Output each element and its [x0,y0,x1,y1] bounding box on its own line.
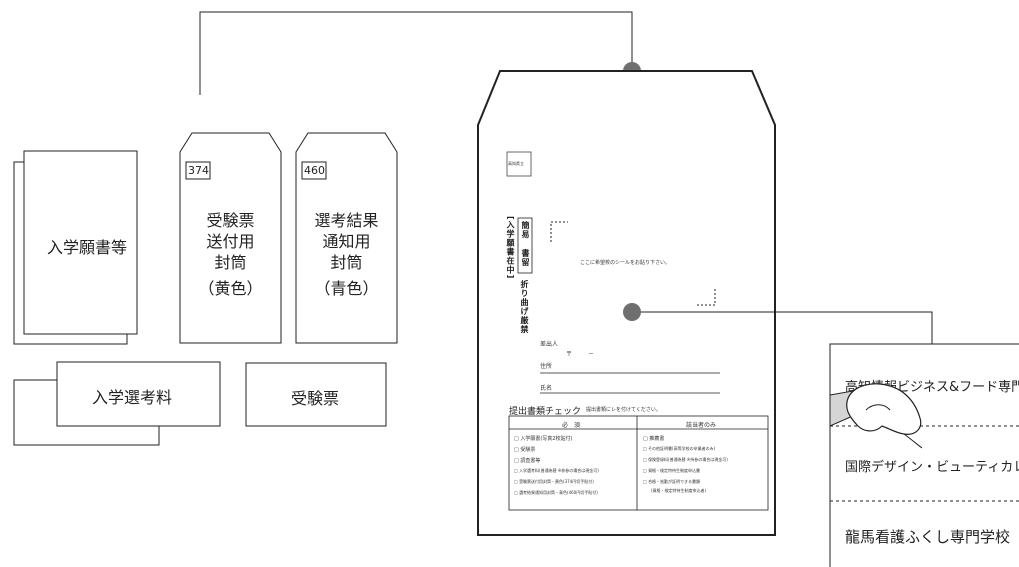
envelope-460-color-note: （青色） [314,279,379,298]
envelope-460-stamp-box [301,161,327,180]
envelope-460-outline [295,132,398,344]
school-label-3: 龍馬看護ふくし専門学校 [845,528,1011,546]
hand-wrist-line [903,433,923,449]
required-item-text: 選考結果通知用封筒・青色(460円切手貼付) [519,490,598,495]
address-label: 住所 [540,363,553,370]
no-fold-label: 折り曲げ厳禁 [520,280,529,334]
applicable-item: □ その他証明書(高等学校の卒業者のみ) [643,446,716,451]
hand-icon [846,383,922,435]
applicable-item-text: 保険登録料(普通為替 ※持参の場合は現金可) [648,457,728,462]
envelope-374-outline [179,132,282,344]
required-item: □ 受験票 [514,447,536,453]
checklist-col-applicable: 該当者のみ [686,422,717,429]
applicable-item-text: 推薦書 [649,436,665,442]
envelope-374-color-note: （黄色） [198,279,263,298]
name-label: 氏名 [540,385,553,392]
required-item: □ 入学願書(写真2枚貼付) [514,436,573,442]
sticker-corner-bottom-right [697,288,716,306]
applicable-item-text: (資格・検定特待生制度申込者) [651,488,707,493]
application-docs-front-sheet [23,150,138,335]
connector-line-top [199,11,633,95]
big-envelope-logo-box [506,151,532,177]
required-item: □ 調査書等 [514,458,541,464]
connector-dot-right [623,303,641,321]
applicable-item: □ 合格・皆勤が証明できる書類 [643,479,700,484]
checklist-table [508,415,769,511]
postal-dash: － [588,351,595,358]
hand-finger-line [865,404,891,411]
required-item-text: 入学選考料(普通為替 ※枠参の場合は現金可) [519,468,599,473]
checklist-title: 提出書類チェック [509,407,582,417]
required-item-text: 受験票送付用封筒・黄色(374円切手貼付) [519,479,594,484]
envelope-374-line-3: 封筒 [214,253,247,272]
checklist-note: 提出書類にレを付けてください。 [586,407,661,413]
exam-fee-label: 入学選考料 [92,388,173,407]
envelope-374-number: 374 [188,164,209,177]
applicable-item-text: その他証明書(高等学校の卒業者のみ) [648,446,716,451]
applicable-item: □ 保険登録料(普通為替 ※持参の場合は現金可) [643,457,728,462]
big-envelope-logo-text: 高知県立 [508,161,524,166]
applicable-item-text: 資格・検定特待生制度申込書 [648,468,701,473]
envelope-460-line-1: 選考結果 [314,211,379,230]
school-label-2: 国際デザイン・ビューティカレッジ [845,460,1019,475]
envelope-460-number: 460 [304,164,325,177]
sender-label: 差出人 [540,341,559,348]
required-item-text: 調査書等 [520,458,541,464]
application-docs-label: 入学願書等 [47,238,128,257]
required-item: □ 受験票送付用封筒・黄色(374円切手貼付) [514,479,594,484]
checklist-col-required: 必 須 [562,422,581,429]
applicable-item-text: 合格・皆勤が証明できる書類 [648,479,700,484]
exam-fee-front-card [56,361,221,427]
applicable-item: (資格・検定特待生制度申込者) [651,488,706,494]
admission-ticket-card [245,362,387,427]
envelope-460-text: 選考結果 通知用 封筒 （青色） [296,211,397,301]
applicable-item: □ 推薦書 [643,436,665,442]
sticker-corner-top-left [550,221,568,242]
sticker-instruction: ここに希望校のシールをお貼り下さい。 [580,260,671,266]
postal-mark: 〒 [566,351,573,358]
applicable-item: □ 資格・検定特待生制度申込書 [643,468,701,473]
school-label-sheet [829,343,1019,567]
required-item: □ 入学選考料(普通為替 ※枠参の場合は現金可) [514,468,599,473]
required-item-text: 入学願書(写真2枚貼付) [520,436,573,442]
envelope-460-line-2: 通知用 [322,232,371,251]
required-item: □ 選考結果通知用封筒・青色(460円切手貼付) [514,490,598,495]
vertical-enclosed-label: [入学願書在中] [506,216,515,280]
envelope-374-stamp-box [185,161,211,180]
required-item-text: 受験票 [520,447,536,453]
envelope-374-line-1: 受験票 [206,211,255,230]
admission-ticket-label: 受験票 [291,389,340,408]
envelope-460-line-3: 封筒 [330,253,363,272]
envelope-374-text: 受験票 送付用 封筒 （黄色） [180,211,281,301]
envelope-374-line-2: 送付用 [206,232,255,251]
registered-mail-bottom: 書留 [521,249,530,267]
connector-line-right [632,311,933,344]
registered-mail-box [517,217,533,274]
registered-mail-top: 簡易 [521,221,530,239]
